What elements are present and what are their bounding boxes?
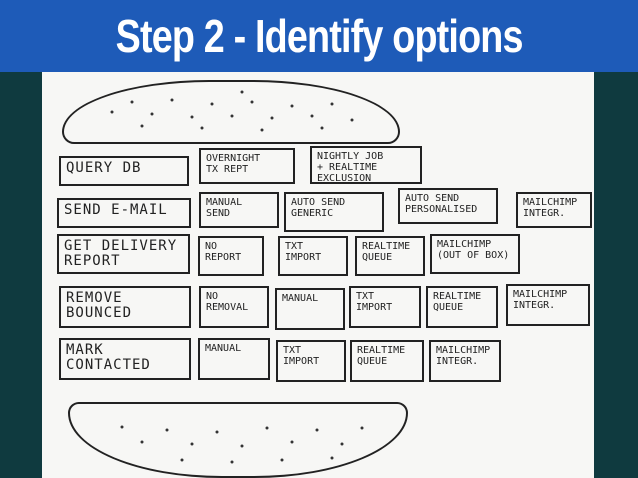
option-manual-mark: MANUAL	[198, 338, 270, 380]
option-mailchimp-integr-mark: MAILCHIMP INTEGR.	[429, 340, 501, 382]
step-query-db: QUERY DB	[59, 156, 189, 186]
step-remove-bounced: REMOVE BOUNCED	[59, 286, 191, 328]
option-realtime-queue-delivery: REALTIME QUEUE	[355, 236, 425, 276]
option-txt-import-remove: TXT IMPORT	[349, 286, 421, 328]
option-realtime-queue-remove: REALTIME QUEUE	[426, 286, 498, 328]
option-nightly-job: NIGHTLY JOB + REALTIME EXCLUSION	[310, 146, 422, 184]
option-manual-remove: MANUAL	[275, 288, 345, 330]
option-mailchimp-integr-remove: MAILCHIMP INTEGR.	[506, 284, 590, 326]
option-manual-send: MANUAL SEND	[199, 192, 279, 228]
option-mailchimp-integr-send: MAILCHIMP INTEGR.	[516, 192, 592, 228]
option-mailchimp-out-of-box: MAILCHIMP (OUT OF BOX)	[430, 234, 520, 274]
option-auto-send-generic: AUTO SEND GENERIC	[284, 192, 384, 232]
option-no-report: NO REPORT	[198, 236, 264, 276]
option-realtime-queue-mark: REALTIME QUEUE	[350, 340, 424, 382]
sesame-dots	[110, 90, 364, 464]
whiteboard-sketch: QUERY DB OVERNIGHT TX REPT NIGHTLY JOB +…	[42, 72, 594, 478]
option-overnight-tx-rept: OVERNIGHT TX REPT	[199, 148, 295, 184]
step-mark-contacted: MARK CONTACTED	[59, 338, 191, 380]
step-send-email: SEND E-MAIL	[57, 198, 191, 228]
option-no-removal: NO REMOVAL	[199, 286, 269, 328]
option-auto-send-personalised: AUTO SEND PERSONALISED	[398, 188, 498, 224]
step-get-delivery-report: GET DELIVERY REPORT	[57, 234, 190, 274]
option-txt-import-mark: TXT IMPORT	[276, 340, 346, 382]
option-txt-import-delivery: TXT IMPORT	[278, 236, 348, 276]
slide-title: Step 2 - Identify options	[115, 10, 523, 62]
title-bar: Step 2 - Identify options	[0, 0, 638, 72]
